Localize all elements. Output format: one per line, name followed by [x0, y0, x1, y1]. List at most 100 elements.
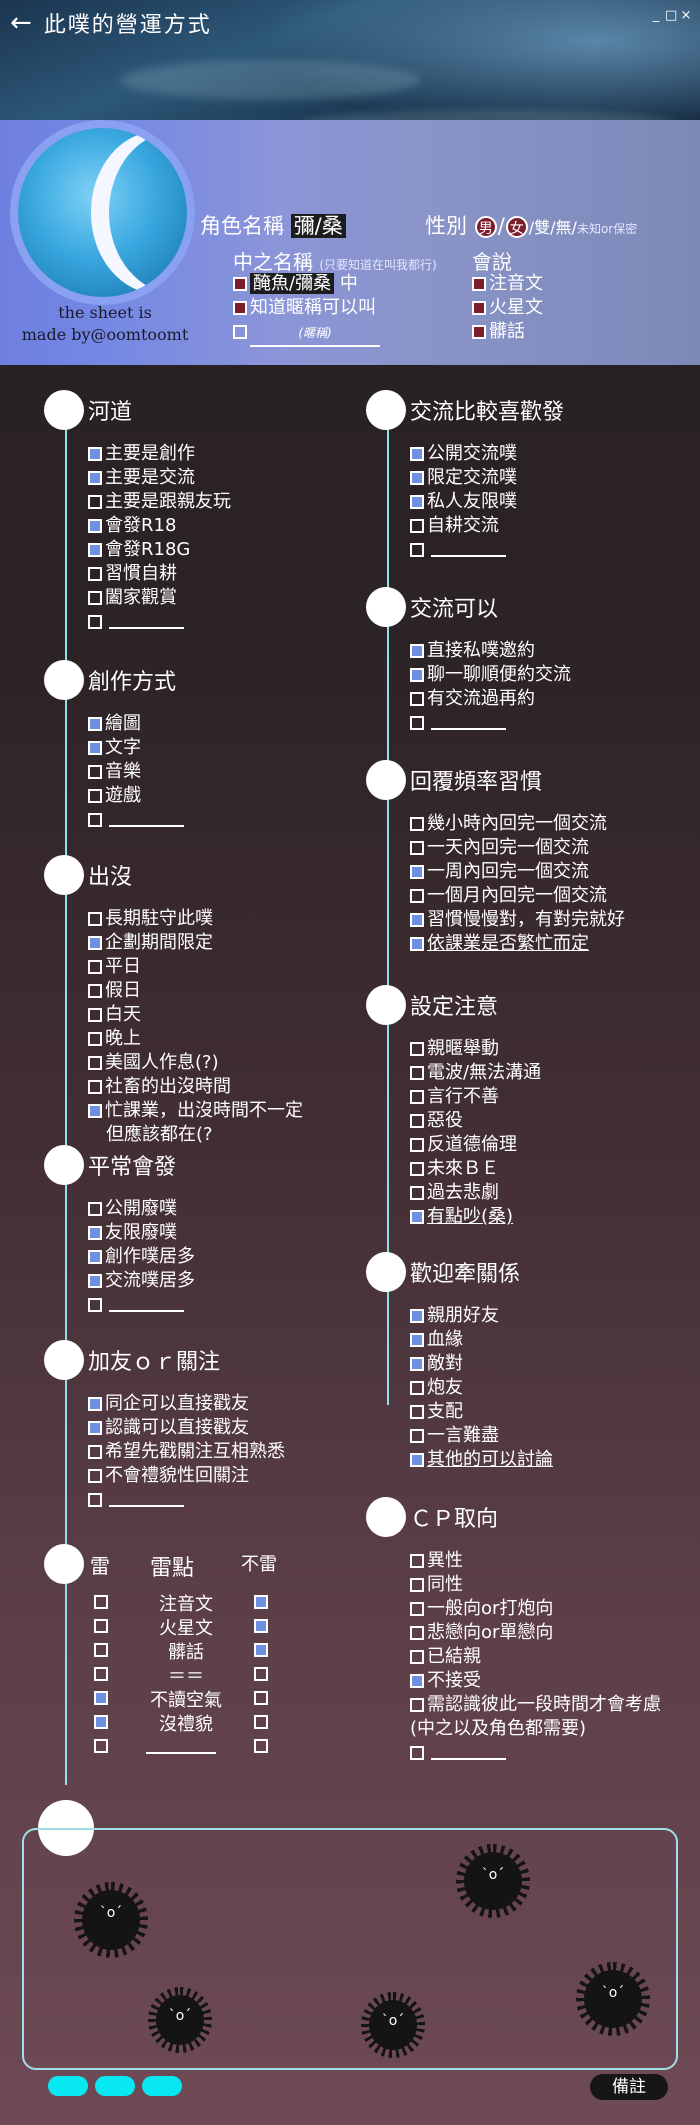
- checkbox[interactable]: [410, 1674, 424, 1688]
- gender-option-female[interactable]: 女: [505, 216, 528, 238]
- checkbox[interactable]: [88, 1080, 102, 1094]
- checkbox[interactable]: [410, 1114, 424, 1128]
- checkbox[interactable]: [410, 865, 424, 879]
- checkbox[interactable]: [88, 543, 102, 557]
- checkbox[interactable]: [410, 1042, 424, 1056]
- checkbox[interactable]: [88, 567, 102, 581]
- checkbox[interactable]: [88, 984, 102, 998]
- checkbox[interactable]: [410, 1381, 424, 1395]
- checkbox[interactable]: [233, 325, 247, 339]
- checkbox[interactable]: [88, 717, 102, 731]
- thunder-right-checkbox[interactable]: [254, 1595, 268, 1609]
- checkbox[interactable]: [410, 1746, 424, 1760]
- checkbox[interactable]: [88, 765, 102, 779]
- checkbox[interactable]: [88, 447, 102, 461]
- checkbox[interactable]: [88, 936, 102, 950]
- checkbox[interactable]: [410, 913, 424, 927]
- checkbox[interactable]: [410, 1066, 424, 1080]
- checkbox[interactable]: [88, 789, 102, 803]
- checkbox[interactable]: [88, 1397, 102, 1411]
- note-button[interactable]: 備註: [590, 2074, 668, 2100]
- checkbox[interactable]: [233, 301, 247, 315]
- checkbox[interactable]: [410, 1357, 424, 1371]
- checkbox[interactable]: [410, 1405, 424, 1419]
- checkbox[interactable]: [88, 591, 102, 605]
- checkbox[interactable]: [472, 301, 486, 315]
- checkbox[interactable]: [88, 495, 102, 509]
- checkbox[interactable]: [410, 1162, 424, 1176]
- checkbox[interactable]: [88, 1298, 102, 1312]
- checkbox[interactable]: [88, 1274, 102, 1288]
- checkbox[interactable]: [410, 447, 424, 461]
- checkbox[interactable]: [410, 1626, 424, 1640]
- checkbox[interactable]: [410, 1210, 424, 1224]
- checkbox[interactable]: [410, 543, 424, 557]
- checkbox[interactable]: [410, 889, 424, 903]
- notes-box[interactable]: `o´ `o´ `o´ `o´ `o´: [22, 1828, 678, 2070]
- checkbox[interactable]: [410, 817, 424, 831]
- checkbox[interactable]: [88, 1104, 102, 1118]
- tab-pill-1[interactable]: [48, 2076, 88, 2096]
- tab-pill-3[interactable]: [142, 2076, 182, 2096]
- checkbox[interactable]: [410, 841, 424, 855]
- thunder-right-checkbox[interactable]: [254, 1715, 268, 1729]
- thunder-right-checkbox[interactable]: [254, 1643, 268, 1657]
- thunder-right-checkbox[interactable]: [254, 1691, 268, 1705]
- checkbox[interactable]: [88, 1008, 102, 1022]
- checkbox[interactable]: [88, 615, 102, 629]
- checkbox[interactable]: [410, 1453, 424, 1467]
- thunder-right-checkbox[interactable]: [254, 1667, 268, 1681]
- checkbox[interactable]: [410, 1138, 424, 1152]
- thunder-left-checkbox[interactable]: [94, 1619, 108, 1633]
- checkbox[interactable]: [88, 1056, 102, 1070]
- thunder-right-checkbox[interactable]: [254, 1739, 268, 1753]
- checkbox[interactable]: [410, 1650, 424, 1664]
- checkbox[interactable]: [472, 325, 486, 339]
- checkbox[interactable]: [88, 1032, 102, 1046]
- checkbox[interactable]: [88, 813, 102, 827]
- checkbox[interactable]: [410, 668, 424, 682]
- checkbox[interactable]: [472, 277, 486, 291]
- close-icon[interactable]: ×: [680, 8, 692, 23]
- checkbox[interactable]: [410, 495, 424, 509]
- checkbox[interactable]: [410, 644, 424, 658]
- checkbox[interactable]: [88, 1469, 102, 1483]
- checkbox[interactable]: [88, 1202, 102, 1216]
- thunder-left-checkbox[interactable]: [94, 1691, 108, 1705]
- checkbox[interactable]: [410, 1602, 424, 1616]
- checkbox[interactable]: [410, 1333, 424, 1347]
- checkbox[interactable]: [410, 1429, 424, 1443]
- tab-pill-2[interactable]: [95, 2076, 135, 2096]
- checkbox[interactable]: [88, 912, 102, 926]
- checkbox[interactable]: [410, 1309, 424, 1323]
- checkbox[interactable]: [88, 1226, 102, 1240]
- gender-option-male[interactable]: 男: [474, 216, 497, 238]
- thunder-left-checkbox[interactable]: [94, 1715, 108, 1729]
- checkbox[interactable]: [410, 519, 424, 533]
- checkbox[interactable]: [410, 1698, 424, 1712]
- thunder-left-checkbox[interactable]: [94, 1595, 108, 1609]
- checkbox[interactable]: [88, 519, 102, 533]
- checkbox[interactable]: [410, 716, 424, 730]
- checkbox[interactable]: [410, 1186, 424, 1200]
- checkbox[interactable]: [88, 1493, 102, 1507]
- maximize-icon[interactable]: □: [665, 8, 678, 23]
- checkbox[interactable]: [410, 692, 424, 706]
- checkbox[interactable]: [88, 1421, 102, 1435]
- checkbox[interactable]: [88, 741, 102, 755]
- checkbox[interactable]: [410, 937, 424, 951]
- minimize-icon[interactable]: _: [652, 8, 660, 23]
- checkbox[interactable]: [410, 1090, 424, 1104]
- thunder-left-checkbox[interactable]: [94, 1667, 108, 1681]
- thunder-left-checkbox[interactable]: [94, 1739, 108, 1753]
- thunder-left-checkbox[interactable]: [94, 1643, 108, 1657]
- checkbox[interactable]: [233, 277, 247, 291]
- checkbox[interactable]: [88, 471, 102, 485]
- checkbox[interactable]: [88, 1445, 102, 1459]
- back-arrow-icon[interactable]: ←: [10, 8, 32, 38]
- checkbox[interactable]: [410, 1554, 424, 1568]
- checkbox[interactable]: [88, 960, 102, 974]
- checkbox[interactable]: [410, 1578, 424, 1592]
- checkbox[interactable]: [410, 471, 424, 485]
- thunder-right-checkbox[interactable]: [254, 1619, 268, 1633]
